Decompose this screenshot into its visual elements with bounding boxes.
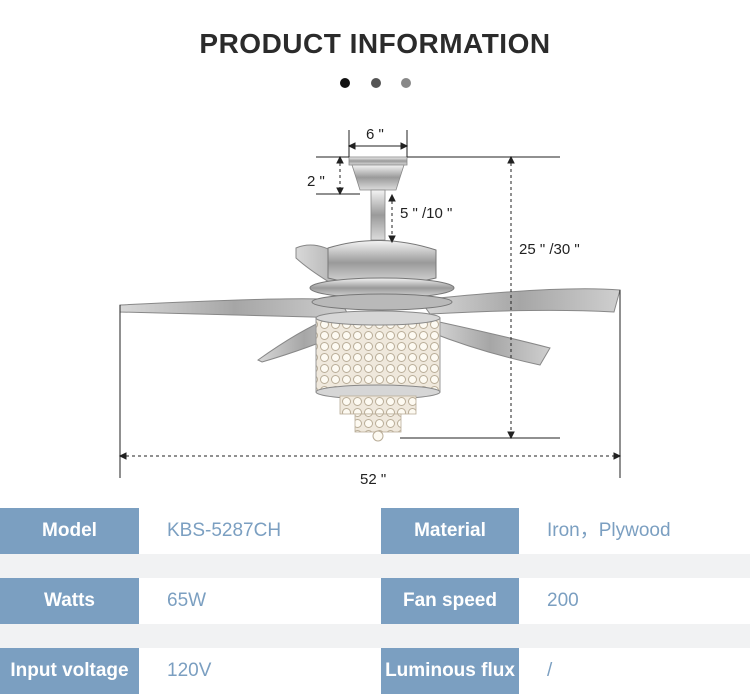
spec-row: Model KBS-5287CH Material Iron，Plywood <box>0 508 750 554</box>
dimension-top-width <box>347 130 409 157</box>
spec-label-watts: Watts <box>0 578 139 624</box>
dimension-total-height <box>400 155 560 440</box>
dimension-span <box>118 290 622 478</box>
spec-label-input-voltage: Input voltage <box>0 648 139 694</box>
canopy <box>348 156 408 191</box>
spec-row: Watts 65W Fan speed 200 <box>0 578 750 624</box>
spec-value-fan-speed: 200 <box>519 578 750 624</box>
spec-value-watts: 65W <box>139 578 380 624</box>
spec-value-luminous-flux: / <box>519 648 750 694</box>
spec-value-material: Iron，Plywood <box>519 508 750 554</box>
spec-row: Input voltage 120V Luminous flux / <box>0 648 750 694</box>
carousel-dot-2[interactable] <box>371 78 381 88</box>
dimension-canopy-height <box>316 155 360 196</box>
carousel-dot-1[interactable] <box>340 78 350 88</box>
spec-label-model: Model <box>0 508 139 554</box>
dimension-label-canopy-height: 2 " <box>307 173 325 190</box>
crystal-light-kit <box>315 310 441 442</box>
spec-value-input-voltage: 120V <box>139 648 380 694</box>
product-dimension-diagram: 6 " 2 " 5 " /10 " 25 " /30 " 52 " <box>118 126 622 488</box>
row-separator <box>0 554 750 578</box>
row-separator <box>0 624 750 648</box>
page-title: PRODUCT INFORMATION <box>199 28 551 59</box>
dimension-label-downrod: 5 " /10 " <box>400 205 452 222</box>
carousel-dot-3[interactable] <box>401 78 411 88</box>
dimension-label-span: 52 " <box>360 471 386 488</box>
motor-housing <box>309 239 455 311</box>
dimension-label-total-height: 25 " /30 " <box>519 241 580 258</box>
dimension-downrod <box>388 193 396 244</box>
spec-value-model: KBS-5287CH <box>139 508 380 554</box>
spec-label-fan-speed: Fan speed <box>381 578 519 624</box>
dimension-label-top-width: 6 " <box>366 126 384 143</box>
carousel-dots <box>336 78 416 90</box>
spec-label-material: Material <box>381 508 519 554</box>
spec-label-luminous-flux: Luminous flux <box>381 648 519 694</box>
downrod <box>370 189 386 241</box>
